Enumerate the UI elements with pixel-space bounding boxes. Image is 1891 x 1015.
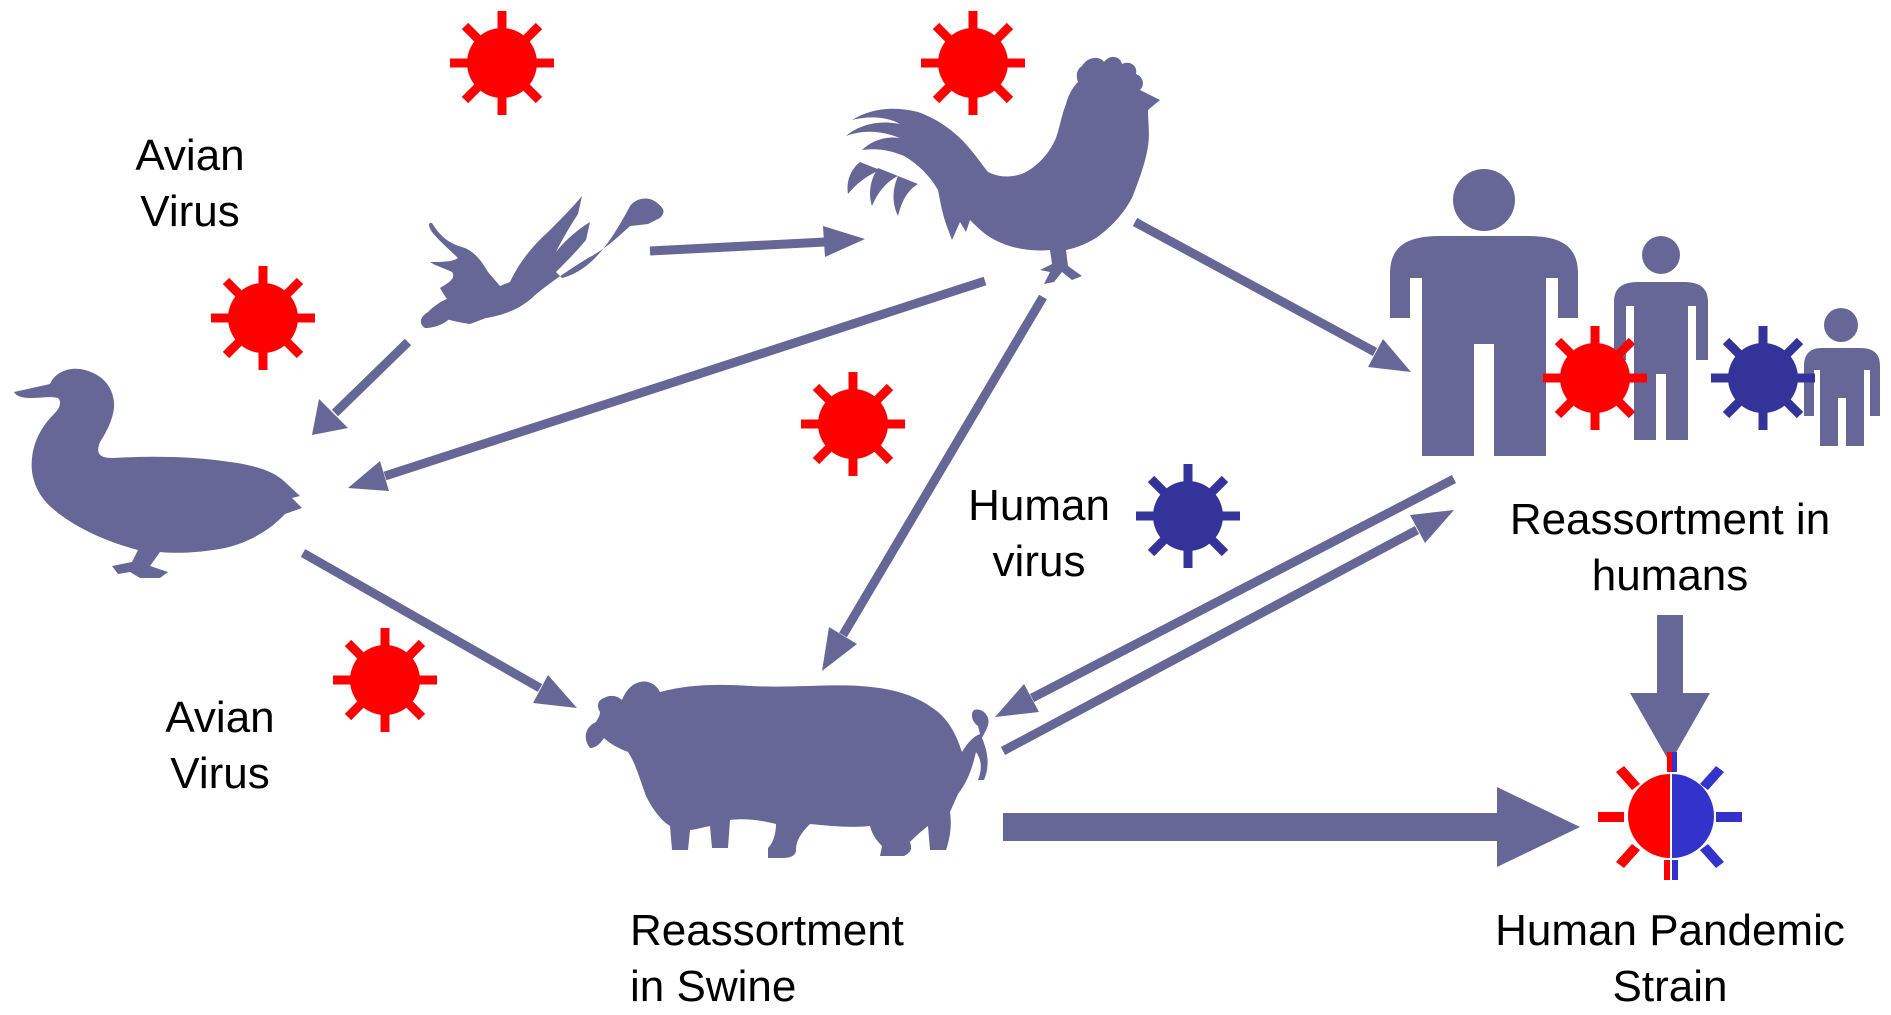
avian-virus-bottom-line1: Avian [140,690,300,746]
reassortment-swine-line1: Reassortment [630,903,950,959]
flying-duck-icon [421,196,664,328]
virus-icon [211,11,1815,732]
avian-virus-top-label: Avian Virus [110,128,270,240]
pandemic-strain-line1: Human Pandemic [1470,903,1870,959]
avian-virus-left-icon [211,266,315,370]
reassortment-swine-line2: in Swine [630,959,950,1015]
avian-virus-bottom-left-icon [333,628,437,732]
arrow-humans-to-pandemic [1630,615,1710,763]
arrow-pig-to-pandemic [1003,787,1580,867]
pandemic-strain-line2: Strain [1470,959,1870,1015]
human-virus-center-icon [1136,464,1240,568]
human-virus-line2: virus [954,534,1124,590]
person-medium-head [1642,236,1680,274]
avian-virus-bottom-label: Avian Virus [140,690,300,802]
person-small-body [1804,348,1880,446]
human-virus-line1: Human [954,478,1124,534]
avian-virus-bottom-line2: Virus [140,746,300,802]
person-large-body [1390,236,1578,456]
arrow-wildduck-to-duck [312,342,408,435]
avian-virus-center-icon [801,372,905,476]
people-icon [1390,169,1880,456]
avian-virus-top-left-icon [450,11,554,115]
avian-virus-top-center-icon [921,11,1025,115]
reassortment-swine-label: Reassortment in Swine [630,903,950,1015]
arrow-wildduck-to-chicken [650,226,865,257]
avian-virus-top-line1: Avian [110,128,270,184]
avian-virus-top-line2: Virus [110,184,270,240]
pandemic-strain-label: Human Pandemic Strain [1470,903,1870,1015]
arrow-chicken-to-humans [1135,222,1411,372]
human-virus-humans-icon [1711,326,1815,430]
avian-virus-humans-icon [1543,326,1647,430]
pig-icon [586,681,989,858]
reassortment-humans-line2: humans [1480,548,1860,604]
person-small-head [1824,308,1858,342]
person-large-head [1453,169,1515,231]
reassortment-humans-line1: Reassortment in [1480,492,1860,548]
human-virus-label: Human virus [954,478,1124,590]
duck-icon [14,369,302,578]
pandemic-virus-icon [1598,752,1742,880]
arrow-duck-to-pig [303,553,577,708]
reassortment-humans-label: Reassortment in humans [1480,492,1860,604]
